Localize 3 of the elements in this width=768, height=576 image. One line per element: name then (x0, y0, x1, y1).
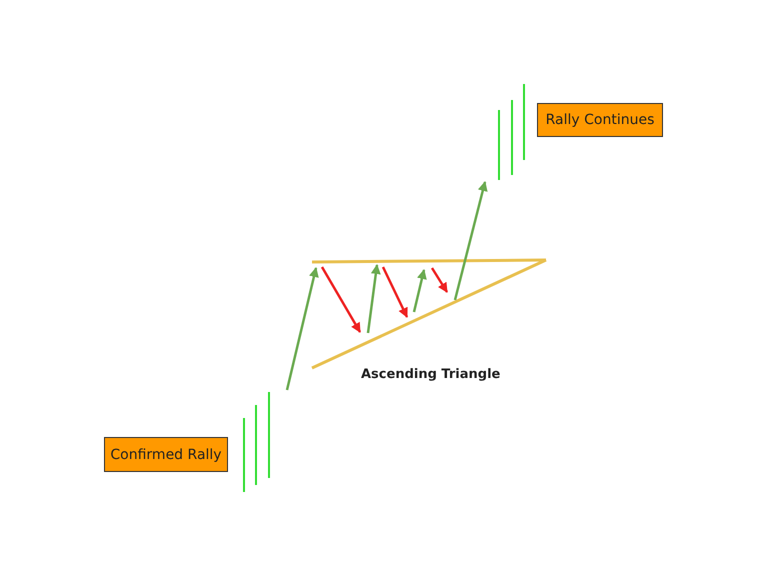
label-box: Rally Continues (537, 103, 663, 137)
pattern-caption: Ascending Triangle (361, 367, 500, 382)
label-box: Confirmed Rally (104, 437, 228, 472)
